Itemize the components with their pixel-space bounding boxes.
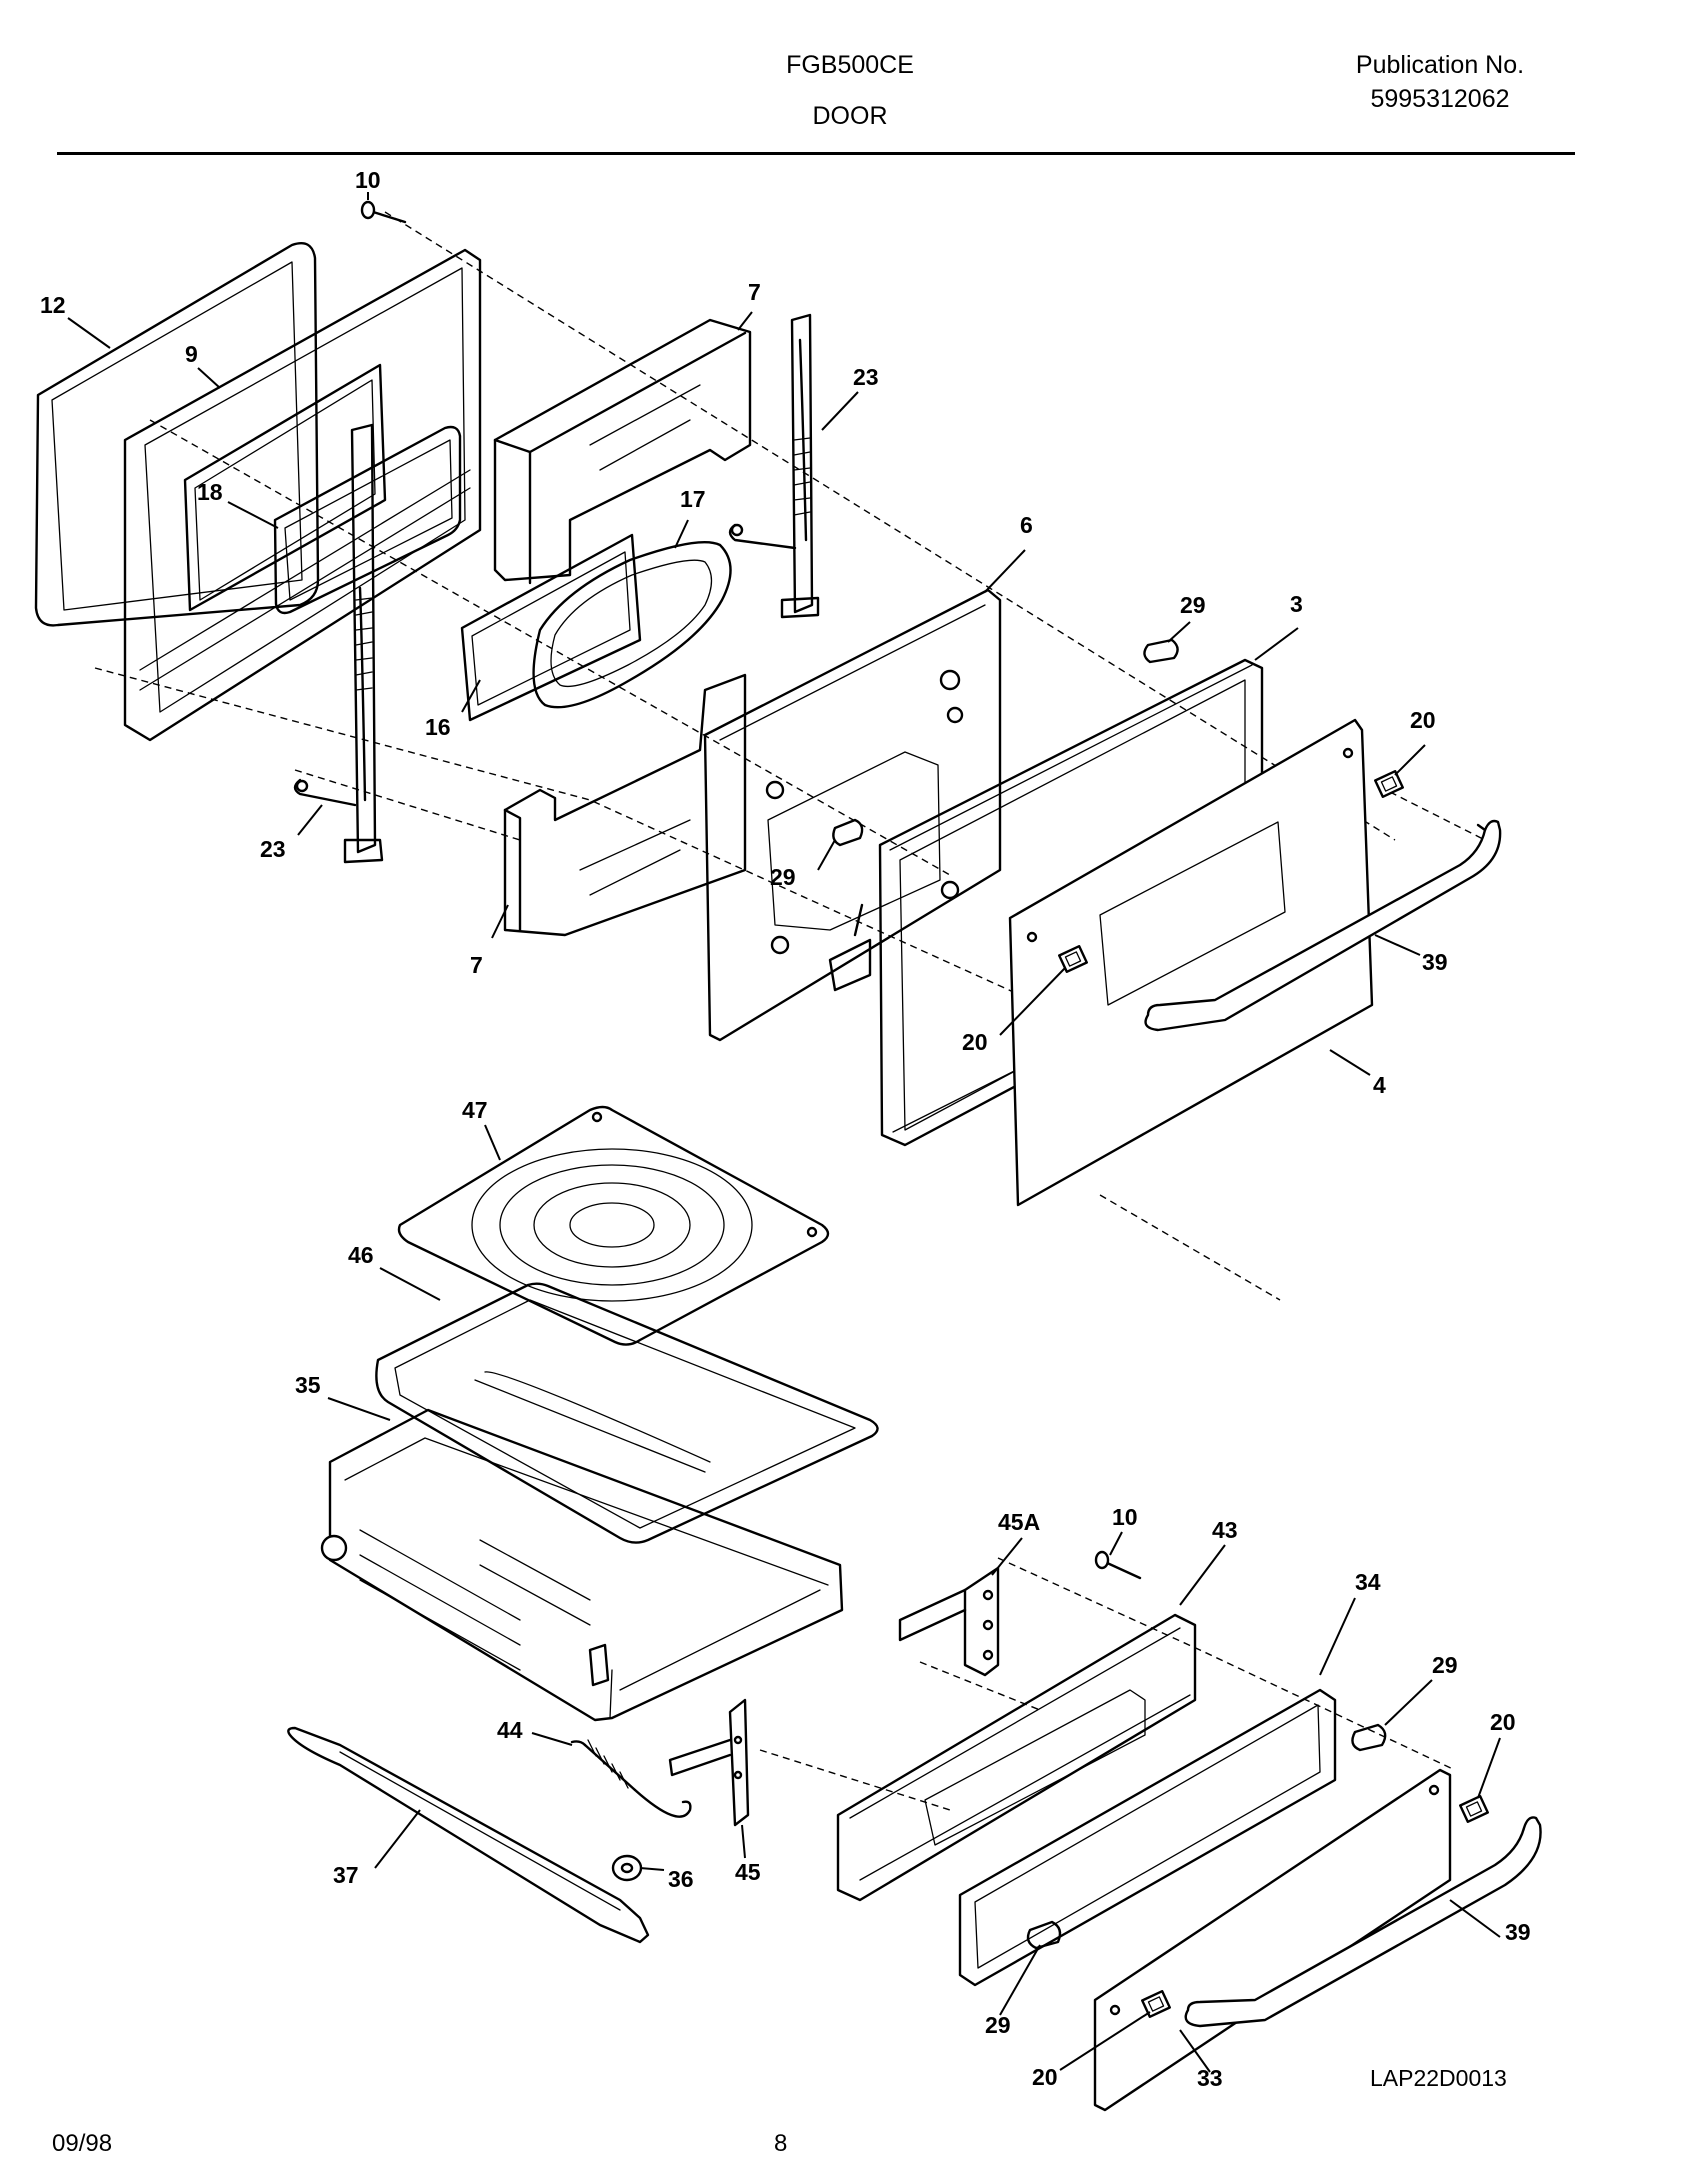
callout-37: 37 bbox=[333, 1862, 359, 1888]
drawer-front-33 bbox=[1093, 1768, 1452, 2112]
bumper-29-drawer-right bbox=[1351, 1723, 1387, 1752]
callout-45A: 45A bbox=[998, 1509, 1040, 1535]
drawer-inner-panel-43 bbox=[836, 1613, 1197, 1902]
bumper-29-drawer-left bbox=[1026, 1920, 1062, 1950]
callout-47: 47 bbox=[462, 1097, 488, 1123]
callout-20-upper-right: 20 bbox=[1410, 707, 1436, 733]
handle-clip-20-upper-left bbox=[1058, 944, 1088, 974]
callout-18: 18 bbox=[197, 479, 223, 505]
door-hinge-23-left bbox=[293, 423, 384, 864]
broiler-grid-47 bbox=[397, 1105, 830, 1346]
callout-43: 43 bbox=[1212, 1517, 1238, 1543]
bumper-29-mid bbox=[832, 818, 864, 847]
callout-20-upper-left: 20 bbox=[962, 1029, 988, 1055]
callout-45: 45 bbox=[735, 1859, 761, 1885]
header-rule bbox=[57, 152, 1575, 155]
callout-23-left: 23 bbox=[260, 836, 286, 862]
callout-20-lower-right: 20 bbox=[1490, 1709, 1516, 1735]
callout-39-lower: 39 bbox=[1505, 1919, 1531, 1945]
callout-labels: 10 12 9 18 7 23 17 6 29 3 20 16 23 29 39… bbox=[40, 167, 1531, 2091]
door-handle-39-upper bbox=[1144, 819, 1502, 1032]
section-title: DOOR bbox=[812, 102, 888, 130]
drawer-handle-39-lower bbox=[1184, 1816, 1542, 2028]
callout-3: 3 bbox=[1290, 591, 1303, 617]
broiler-pan-46 bbox=[375, 1282, 879, 1544]
callout-7-lower: 7 bbox=[470, 952, 483, 978]
callout-29-mid: 29 bbox=[770, 864, 796, 890]
callout-12: 12 bbox=[40, 292, 66, 318]
callout-36: 36 bbox=[668, 1866, 694, 1892]
inner-door-liner-9 bbox=[123, 248, 482, 742]
door-hinge-23-right bbox=[728, 313, 820, 619]
screw-10-lower bbox=[1094, 1550, 1142, 1580]
callout-17: 17 bbox=[680, 486, 706, 512]
spring-44 bbox=[570, 1739, 692, 1818]
insulation-7-lower bbox=[503, 673, 747, 937]
callout-46: 46 bbox=[348, 1242, 374, 1268]
publication-label: Publication No. bbox=[1355, 51, 1525, 79]
screw-10-top bbox=[360, 200, 407, 224]
handle-clip-20-lower-left bbox=[1141, 1989, 1171, 2019]
assembly-guide-lines bbox=[94, 211, 1486, 1811]
callout-10-lower: 10 bbox=[1112, 1504, 1138, 1530]
callout-23-right: 23 bbox=[853, 364, 879, 390]
insulation-7-upper bbox=[493, 318, 752, 585]
leader-lines bbox=[67, 192, 1501, 2073]
callout-16: 16 bbox=[425, 714, 451, 740]
callout-35: 35 bbox=[295, 1372, 321, 1398]
handle-clip-20-upper-right bbox=[1374, 769, 1404, 799]
door-gasket-12 bbox=[34, 241, 320, 627]
callout-29-drawer-right: 29 bbox=[1432, 1652, 1458, 1678]
roller-36 bbox=[611, 1854, 643, 1882]
callout-29-drawer-left: 29 bbox=[985, 2012, 1011, 2038]
window-frame-17 bbox=[532, 540, 732, 709]
broiler-drawer-35 bbox=[320, 1408, 844, 1722]
handle-clip-20-lower-right bbox=[1459, 1794, 1489, 1824]
drawer-frame-34 bbox=[958, 1688, 1337, 1987]
callout-7-upper: 7 bbox=[748, 279, 761, 305]
callout-39-upper: 39 bbox=[1422, 949, 1448, 975]
callout-44: 44 bbox=[497, 1717, 523, 1743]
callout-4: 4 bbox=[1373, 1072, 1386, 1098]
callout-6: 6 bbox=[1020, 512, 1033, 538]
outer-door-panel-4 bbox=[1008, 718, 1374, 1207]
publication-number: 5995312062 bbox=[1370, 85, 1510, 113]
model-number: FGB500CE bbox=[786, 51, 914, 79]
drawer-slide-37 bbox=[287, 1726, 650, 1944]
bracket-45 bbox=[668, 1698, 750, 1827]
callout-10-top: 10 bbox=[355, 167, 381, 193]
callout-20-lower-left: 20 bbox=[1032, 2064, 1058, 2090]
callout-33: 33 bbox=[1197, 2065, 1223, 2091]
bumper-29-top bbox=[1143, 638, 1179, 664]
drawing-code: LAP22D0013 bbox=[1370, 2065, 1507, 2091]
callout-34: 34 bbox=[1355, 1569, 1381, 1595]
page-number: 8 bbox=[774, 2130, 788, 2157]
footer-date: 09/98 bbox=[52, 2130, 113, 2157]
bracket-45A bbox=[898, 1566, 1000, 1677]
callout-29-top: 29 bbox=[1180, 592, 1206, 618]
window-pack-16 bbox=[460, 533, 642, 722]
door-panel-6 bbox=[703, 588, 1002, 1042]
callout-9: 9 bbox=[185, 341, 198, 367]
